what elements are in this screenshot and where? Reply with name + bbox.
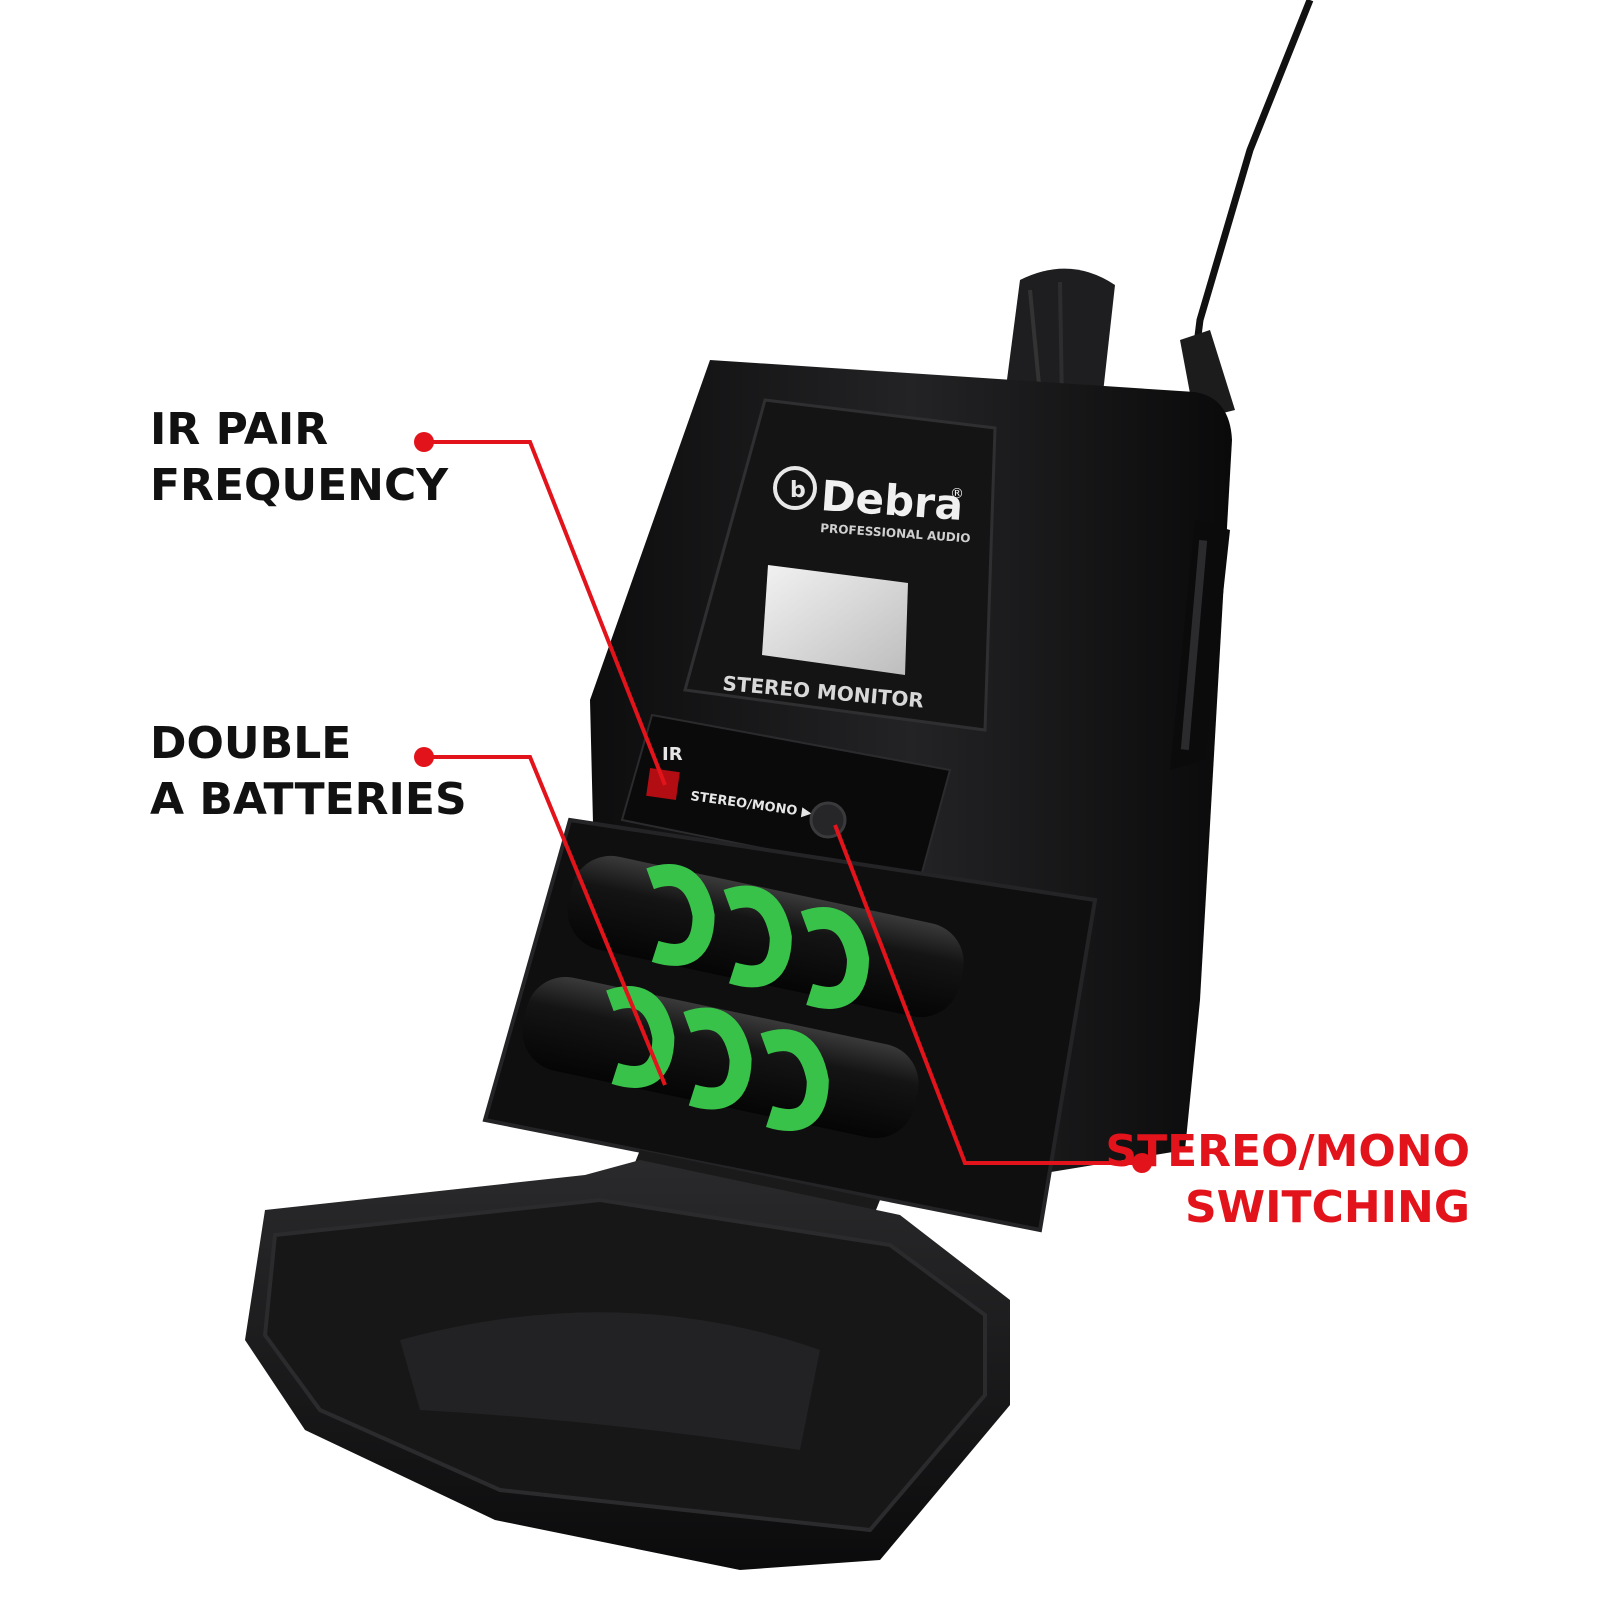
- ir-leader-line: [426, 440, 667, 786]
- brand-registered: ®: [950, 486, 964, 502]
- switch-callout-dot: [1132, 1153, 1152, 1173]
- callout-lines: [426, 440, 1140, 1165]
- callout-ir-pair: IR PAIR FREQUENCY: [150, 402, 448, 514]
- ir-callout-dot: [414, 432, 434, 452]
- battery-top: [567, 855, 964, 1018]
- callout-ir-pair-line2: FREQUENCY: [150, 460, 449, 511]
- ir-label: IR: [662, 744, 683, 765]
- callout-batteries-line1: DOUBLE: [150, 718, 352, 769]
- callout-batteries: DOUBLE A BATTERIES: [150, 716, 467, 828]
- callout-dots: [414, 432, 1152, 1173]
- callout-stereo-mono-line2: SWITCHING: [1184, 1182, 1470, 1233]
- battery-leader-line: [426, 755, 667, 1086]
- battery-bottom: [522, 976, 919, 1139]
- brand-name: Debra: [819, 471, 965, 530]
- switch-leader-line: [833, 824, 1140, 1165]
- callout-batteries-line2: A BATTERIES: [150, 774, 467, 825]
- callout-stereo-mono: STEREO/MONO SWITCHING: [1105, 1124, 1470, 1236]
- stereo-mono-button[interactable]: [809, 801, 847, 839]
- battery-callout-dot: [414, 747, 434, 767]
- callout-stereo-mono-line1: STEREO/MONO: [1105, 1126, 1470, 1177]
- lcd-screen: [762, 565, 908, 675]
- antenna: [1191, 0, 1314, 361]
- svg-text:b: b: [790, 478, 806, 503]
- callout-ir-pair-line1: IR PAIR: [150, 404, 329, 455]
